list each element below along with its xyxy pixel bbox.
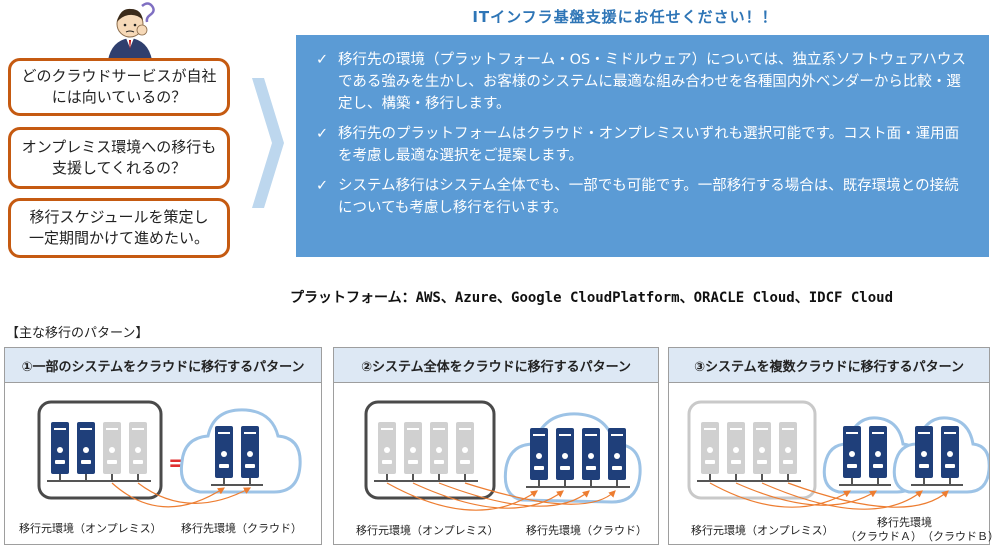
target-label: 移行先環境（クラウド）: [181, 522, 302, 535]
pattern-1-panel: ①一部のシステムをクラウドに移行するパターン = 移行元環境（オンプレミス） 移…: [4, 347, 322, 545]
feature-panel: ✓ 移行先の環境（プラットフォーム・OS・ミドルウェア）については、独立系ソフト…: [296, 35, 989, 257]
source-label: 移行元環境（オンプレミス）: [691, 524, 834, 537]
check-icon: ✓: [316, 52, 329, 68]
pattern-3-diagram: [687, 400, 989, 510]
pattern-title: ②システム全体をクラウドに移行するパターン: [334, 348, 658, 383]
pattern-3-panel: ③システムを複数クラウドに移行するパターン 移行元環境（オンプレミス） 移行先環…: [668, 347, 993, 545]
question-bubble: オンプレミス環境への移行も 支援してくれるの？: [8, 127, 230, 189]
worried-person-icon: [108, 2, 155, 60]
pattern-2-diagram: [364, 400, 642, 511]
pattern-2-panel: ②システム全体をクラウドに移行するパターン 移行元環境（オンプレミス） 移行先環…: [333, 347, 659, 545]
pattern-1-diagram: =: [37, 400, 302, 508]
target-sublabels: （クラウドＡ） （クラウドＢ）: [845, 530, 993, 543]
question-bubble: 移行スケジュールを策定し 一定期間かけて進めたい。: [8, 198, 230, 258]
check-icon: ✓: [316, 126, 329, 142]
source-label: 移行元環境（オンプレミス）: [356, 524, 499, 537]
pattern-title: ③システムを複数クラウドに移行するパターン: [669, 348, 989, 383]
check-icon: ✓: [316, 178, 329, 194]
feature-bullet: ✓ 移行先の環境（プラットフォーム・OS・ミドルウェア）については、独立系ソフト…: [316, 49, 969, 115]
section-title: 【主な移行のパターン】: [6, 326, 149, 341]
platform-list: プラットフォーム：AWS、Azure、Google CloudPlatform、…: [290, 290, 894, 306]
source-label: 移行元環境（オンプレミス）: [19, 522, 162, 535]
pattern-title: ①一部のシステムをクラウドに移行するパターン: [5, 348, 321, 383]
headline: ITインフラ基盤支援にお任せください！！: [472, 8, 778, 26]
feature-bullet: ✓ システム移行はシステム全体でも、一部でも可能です。一部移行する場合は、既存環…: [316, 175, 969, 219]
chevron-right-icon: [252, 78, 284, 208]
question-bubble: どのクラウドサービスが自社 には向いているの？: [8, 58, 230, 116]
feature-bullet: ✓ 移行先のプラットフォームはクラウド・オンプレミスいずれも選択可能です。コスト…: [316, 123, 969, 167]
target-label: 移行先環境: [877, 516, 932, 529]
target-label: 移行先環境（クラウド）: [526, 524, 647, 537]
